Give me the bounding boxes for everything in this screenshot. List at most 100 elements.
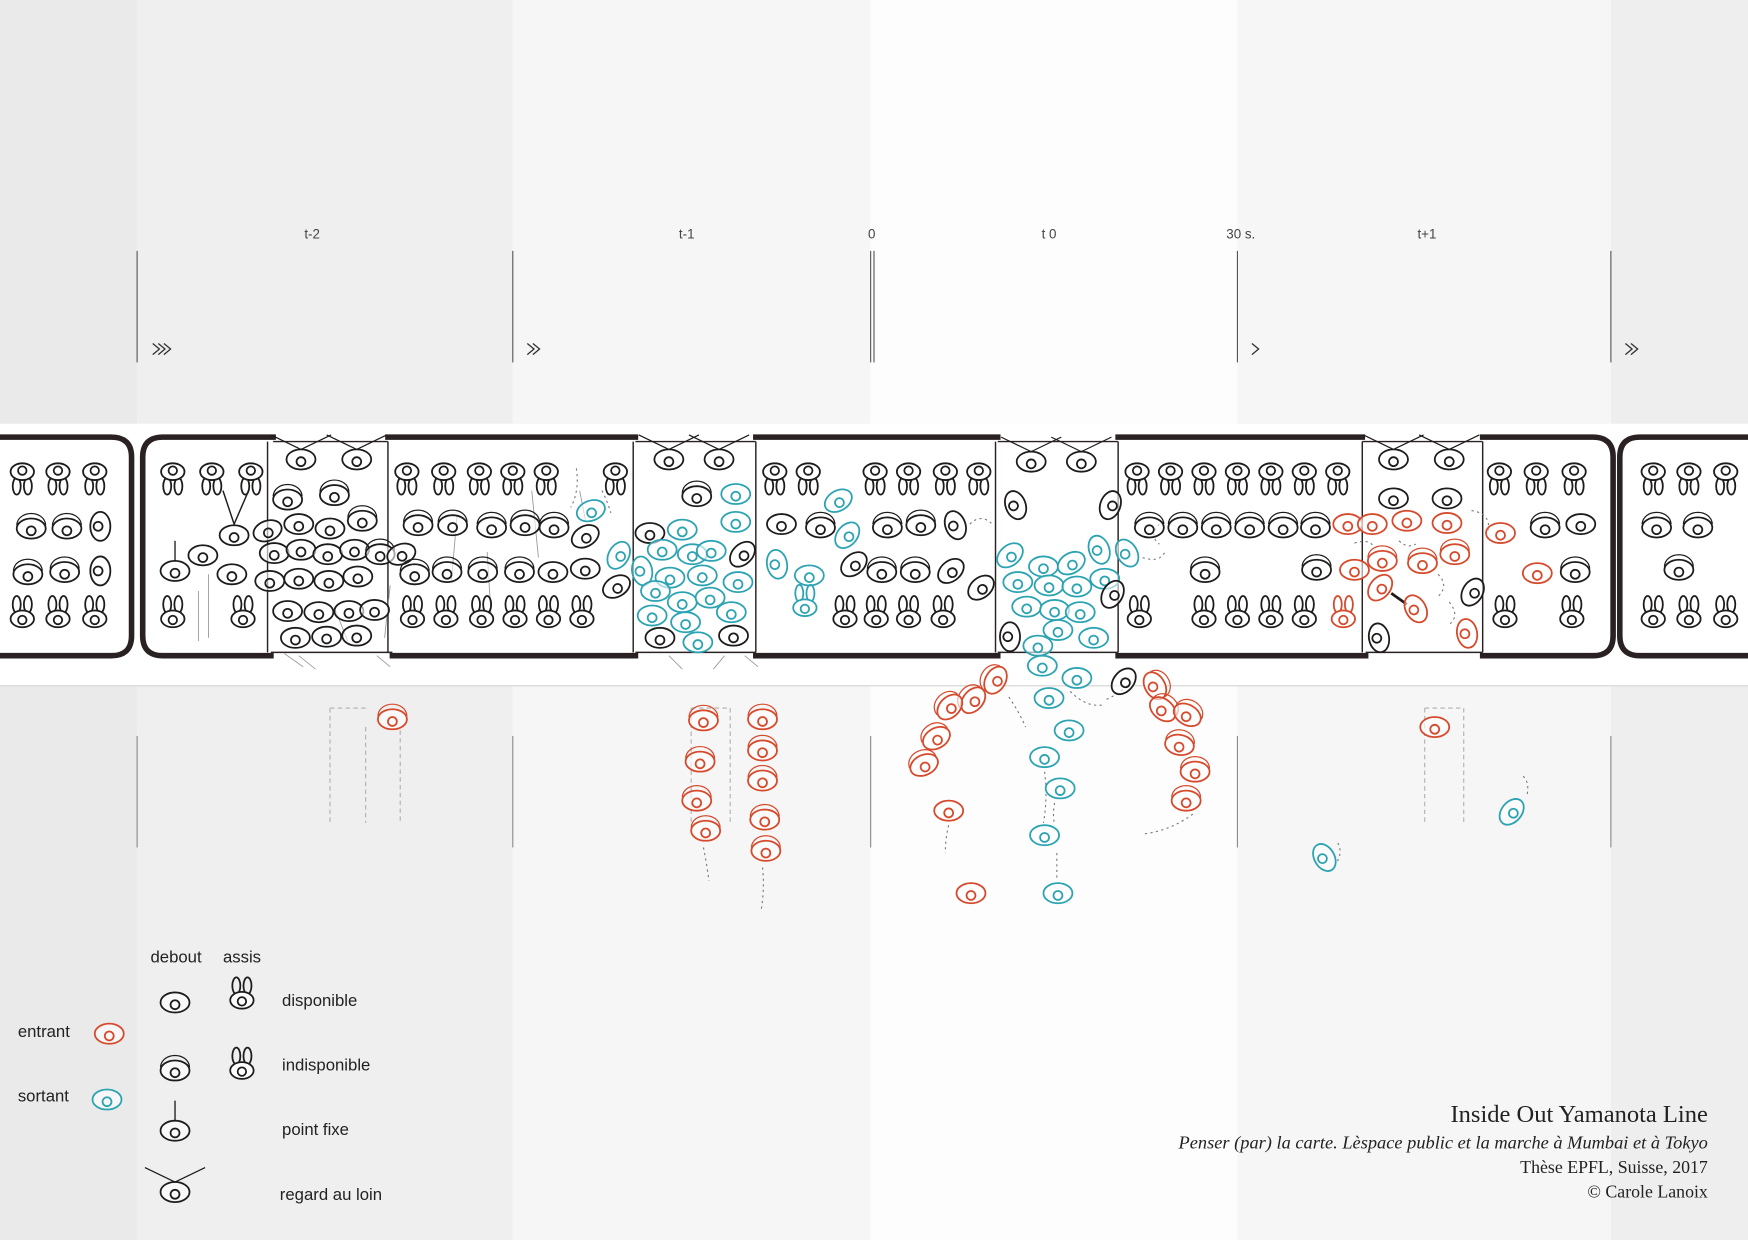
seated-passenger-seated — [1224, 595, 1251, 629]
seated-passenger-seated — [535, 595, 562, 629]
double-chevron-icon — [1624, 342, 1639, 356]
standing-passenger-unavailable — [1200, 511, 1232, 539]
standing-passenger-unavailable — [12, 558, 44, 586]
standing-passenger-available — [252, 519, 283, 543]
standing-passenger-available — [254, 570, 286, 592]
seated-passenger-seated — [1224, 462, 1251, 496]
standing-exiting-passenger-available — [1033, 574, 1065, 597]
seated-passenger-seated — [1492, 595, 1518, 629]
standing-passenger-available — [1004, 490, 1028, 521]
standing-entering-passenger-unavailable — [688, 704, 719, 732]
seated-passenger-seated — [930, 595, 956, 629]
standing-passenger-available — [283, 567, 315, 590]
standing-exiting-passenger-available — [823, 488, 853, 513]
seated-passenger-seated — [1713, 595, 1739, 629]
standing-exiting-passenger-available — [606, 540, 631, 570]
seated-passenger-seated — [1126, 595, 1152, 629]
standing-passenger-distant-gaze — [1000, 436, 1062, 473]
time-label-t-2: t-2 — [304, 227, 320, 242]
standing-exiting-passenger-available — [1064, 601, 1096, 624]
standing-entering-passenger-unavailable — [1170, 784, 1202, 812]
standing-entering-passenger-available — [1339, 558, 1370, 581]
car-main-front-end — [139, 434, 276, 659]
diagram-subtitle: Penser (par) la carte. Lèspace public et… — [1178, 1133, 1708, 1154]
standing-exiting-passenger-available — [1078, 626, 1109, 649]
legend-header-seated: assis — [223, 947, 261, 966]
standing-passenger-available — [283, 513, 315, 536]
seated-passenger-seated — [1291, 595, 1317, 629]
standing-entering-passenger-unavailable — [1172, 698, 1204, 727]
seated-passenger-seated — [399, 595, 426, 629]
time-label-t+1: t+1 — [1417, 227, 1436, 242]
standing-exiting-passenger-available — [715, 601, 747, 624]
legend-unavailable-label: indisponible — [282, 1056, 370, 1075]
standing-passenger-available — [187, 544, 219, 567]
seated-passenger-seated — [394, 462, 420, 496]
seated-passenger-seated — [1523, 462, 1549, 496]
standing-exiting-passenger-available — [720, 483, 752, 505]
standing-passenger-available — [159, 991, 191, 1014]
seated-passenger-seated — [45, 462, 71, 496]
legend-fixed-point-label: point fixe — [282, 1120, 349, 1139]
car-main-walls — [385, 434, 1369, 659]
standing-entering-passenger-unavailable — [933, 690, 964, 721]
standing-passenger-available — [359, 599, 390, 621]
standing-exiting-passenger-available — [1498, 798, 1525, 826]
standing-entering-passenger-unavailable — [747, 703, 778, 731]
standing-passenger-available — [342, 565, 374, 588]
seated-passenger-seated — [832, 595, 858, 629]
standing-entering-passenger-available — [1356, 513, 1388, 536]
seated-passenger-seated — [1676, 462, 1702, 496]
standing-passenger-unavailable — [346, 505, 378, 532]
standing-passenger-unavailable — [538, 511, 570, 539]
seated-passenger-seated — [932, 462, 958, 496]
standing-entering-passenger-available — [1419, 716, 1451, 738]
standing-exiting-passenger-available — [1022, 634, 1054, 657]
standing-passenger-available — [602, 574, 631, 599]
standing-exiting-passenger-available — [1039, 599, 1070, 621]
time-label-30s: 30 s. — [1226, 227, 1255, 242]
standing-passenger-available — [1431, 487, 1463, 510]
standing-passenger-unavailable — [1234, 511, 1266, 539]
standing-passenger-unavailable — [1133, 511, 1165, 539]
seated-passenger-seated — [569, 595, 595, 629]
people — [9, 434, 1739, 905]
standing-exiting-passenger-available — [1029, 824, 1060, 847]
standing-passenger-unavailable — [805, 511, 836, 539]
standing-entering-passenger-available — [955, 882, 987, 905]
standing-exiting-passenger-available — [1044, 777, 1076, 800]
standing-passenger-unavailable — [402, 509, 434, 537]
standing-exiting-passenger-available — [575, 499, 606, 523]
triple-chevron-icon — [152, 342, 172, 356]
title-block: Inside Out Yamanota Line Penser (par) la… — [1178, 1101, 1708, 1202]
seated-entering-passenger-seated — [1330, 595, 1356, 629]
standing-exiting-passenger-available — [1026, 654, 1058, 677]
seated-passenger-seated — [1559, 595, 1585, 629]
standing-exiting-passenger-available — [996, 542, 1024, 569]
seated-passenger-seated — [862, 462, 888, 496]
standing-passenger-available — [569, 557, 601, 580]
standing-entering-passenger-unavailable — [920, 722, 951, 751]
seated-exiting-passenger-seated — [792, 583, 818, 617]
standing-passenger-available — [840, 551, 868, 578]
standing-passenger-distant-gaze — [270, 434, 332, 471]
seated-passenger-seated — [1713, 462, 1739, 496]
standing-entering-passenger-available — [1332, 513, 1364, 536]
standing-entering-passenger-unavailable — [747, 734, 778, 762]
standing-passenger-available — [943, 510, 967, 541]
standing-passenger-available — [1100, 579, 1125, 609]
standing-passenger-available — [312, 543, 344, 566]
seated-passenger-seated — [230, 595, 256, 629]
standing-passenger-unavailable — [1641, 511, 1672, 539]
standing-entering-passenger-available — [1485, 522, 1516, 544]
standing-entering-passenger-unavailable — [1366, 545, 1398, 572]
standing-passenger-unavailable — [866, 556, 898, 583]
standing-exiting-passenger-available — [1029, 746, 1060, 769]
standing-passenger-available — [1367, 622, 1391, 654]
standing-passenger-available — [89, 555, 112, 587]
standing-entering-passenger-available — [1521, 562, 1553, 585]
seated-passenger-seated — [1486, 462, 1512, 496]
standing-passenger-unavailable — [1267, 511, 1299, 539]
standing-passenger-available — [570, 524, 600, 549]
